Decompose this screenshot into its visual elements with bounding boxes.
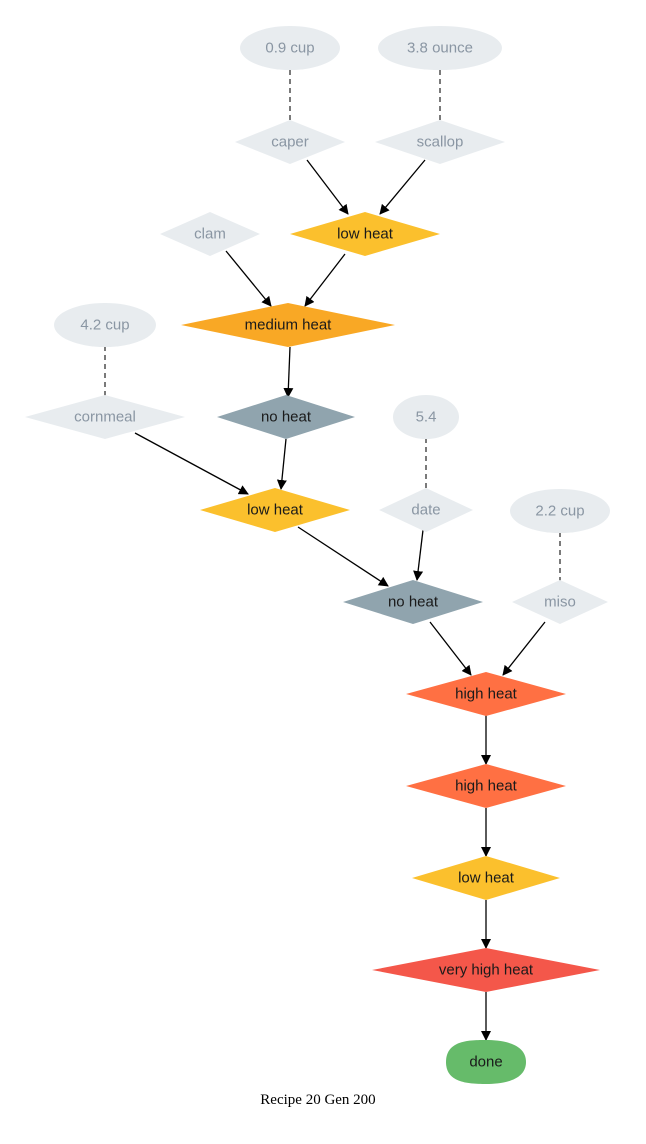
step-low-heat-2: low heat xyxy=(200,488,350,532)
ingredient-caper-label: caper xyxy=(271,134,309,151)
ingredient-caper: caper xyxy=(235,120,345,164)
qty-cornmeal-label: 4.2 cup xyxy=(80,317,129,334)
step-medium-heat: medium heat xyxy=(181,303,395,347)
ingredient-miso-label: miso xyxy=(544,594,576,611)
edge-s4-s5 xyxy=(297,526,389,587)
ingredient-clam: clam xyxy=(160,212,260,256)
edge-clam-s2 xyxy=(225,250,272,307)
ingredient-miso: miso xyxy=(512,580,608,624)
ingredient-cornmeal: cornmeal xyxy=(25,395,185,439)
ingredient-scallop: scallop xyxy=(375,120,505,164)
step-high-heat-1-label: high heat xyxy=(455,686,518,703)
edge-cornmeal-s4 xyxy=(134,432,249,495)
step-no-heat-2-label: no heat xyxy=(388,594,439,611)
step-low-heat-1: low heat xyxy=(290,212,440,256)
edge-s1-s2 xyxy=(304,253,346,307)
qty-caper-label: 0.9 cup xyxy=(265,40,314,57)
edge-date-s5 xyxy=(413,529,424,581)
step-low-heat-3: low heat xyxy=(412,856,560,900)
diagram-caption: Recipe 20 Gen 200 xyxy=(260,1092,375,1108)
qty-caper: 0.9 cup xyxy=(240,26,340,70)
edge-scallop-s1 xyxy=(379,159,426,215)
done-node-label: done xyxy=(469,1054,502,1071)
step-no-heat-2: no heat xyxy=(343,580,483,624)
done-node: done xyxy=(446,1040,526,1084)
ingredient-cornmeal-label: cornmeal xyxy=(74,409,136,426)
edge-s3-s4 xyxy=(276,438,287,490)
step-no-heat-1: no heat xyxy=(217,395,355,439)
qty-date-label: 5.4 xyxy=(416,409,437,426)
step-low-heat-3-label: low heat xyxy=(458,870,515,887)
step-high-heat-1: high heat xyxy=(406,672,566,716)
step-high-heat-2-label: high heat xyxy=(455,778,518,795)
step-very-high-heat-label: very high heat xyxy=(439,962,534,979)
ingredient-date-label: date xyxy=(411,502,440,519)
edge-s2-s3 xyxy=(283,346,294,398)
step-high-heat-2: high heat xyxy=(406,764,566,808)
qty-scallop: 3.8 ounce xyxy=(378,26,502,70)
ingredient-date: date xyxy=(379,488,473,532)
step-no-heat-1-label: no heat xyxy=(261,409,312,426)
step-medium-heat-label: medium heat xyxy=(245,317,333,334)
step-very-high-heat: very high heat xyxy=(372,948,600,992)
edge-s5-s6 xyxy=(429,621,472,676)
qty-date: 5.4 xyxy=(393,395,459,439)
edge-caper-s1 xyxy=(306,159,349,215)
qty-miso: 2.2 cup xyxy=(510,489,610,533)
qty-scallop-label: 3.8 ounce xyxy=(407,40,473,57)
ingredient-scallop-label: scallop xyxy=(417,134,464,151)
step-low-heat-2-label: low heat xyxy=(247,502,304,519)
step-low-heat-1-label: low heat xyxy=(337,226,394,243)
qty-cornmeal: 4.2 cup xyxy=(54,303,156,347)
edge-miso-s6 xyxy=(502,621,546,676)
qty-miso-label: 2.2 cup xyxy=(535,503,584,520)
ingredient-clam-label: clam xyxy=(194,226,226,243)
